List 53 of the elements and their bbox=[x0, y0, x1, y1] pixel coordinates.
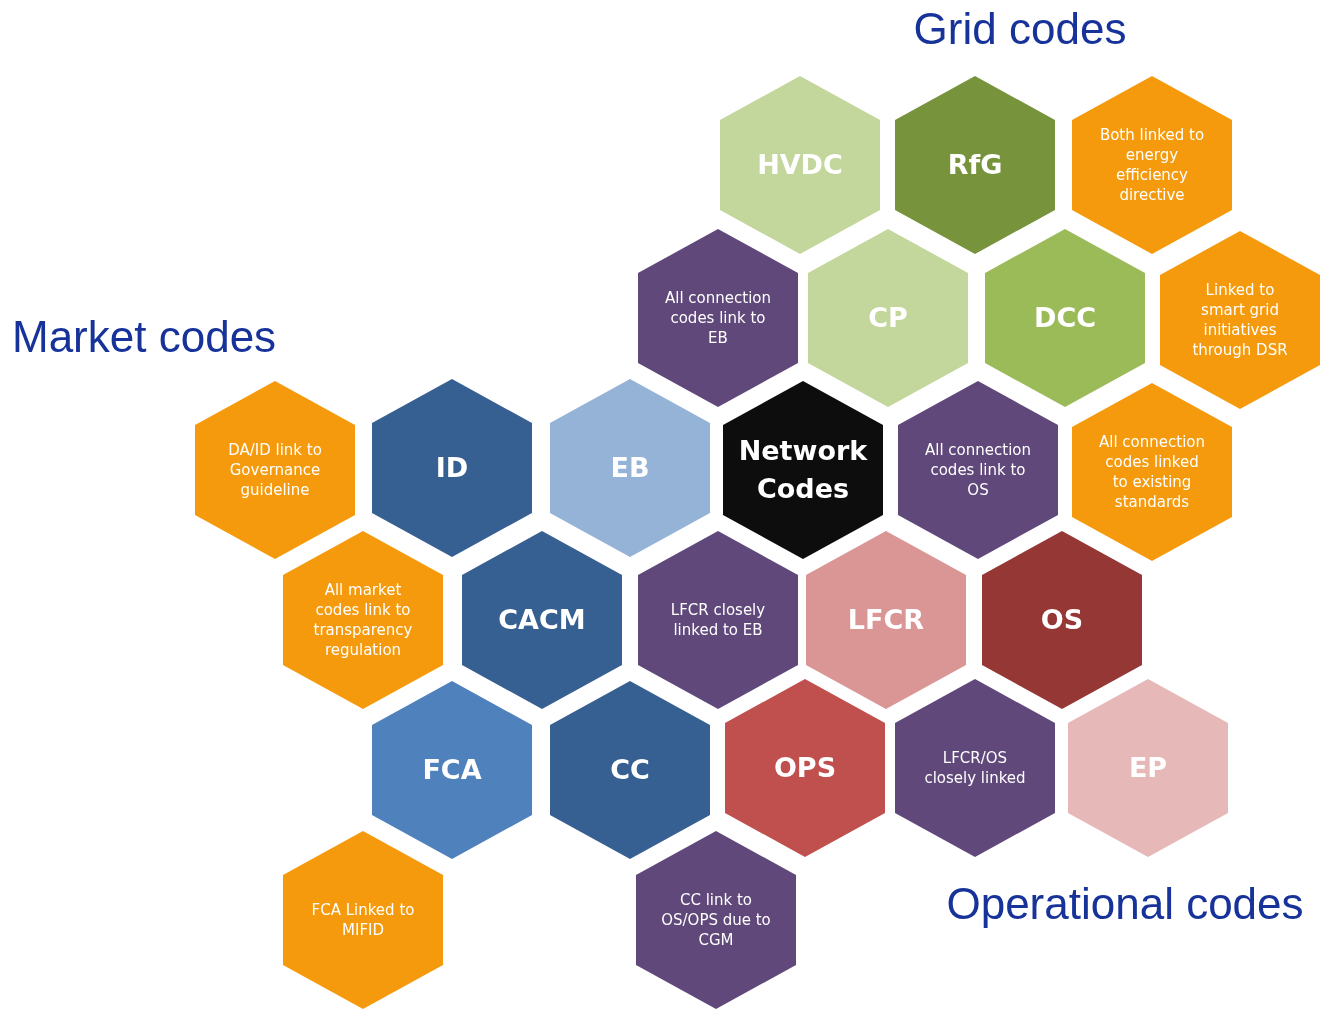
hexagon-label: LFCR bbox=[846, 603, 926, 637]
group-heading: Operational codes bbox=[946, 879, 1304, 929]
hexagon-tile bbox=[985, 229, 1145, 407]
hexagon-tile bbox=[372, 379, 532, 557]
hexagon-tile bbox=[806, 531, 966, 709]
hexagon-tile bbox=[550, 681, 710, 859]
hexagon-tile bbox=[283, 531, 443, 709]
hexagon-tile bbox=[1072, 76, 1232, 254]
hexagon-label: All connection codes link to OS bbox=[924, 440, 1032, 500]
hexagon-tile bbox=[372, 681, 532, 859]
hexagon-label: CC bbox=[609, 753, 651, 787]
hexagon-label: CACM bbox=[497, 603, 587, 637]
group-heading: Grid codes bbox=[913, 4, 1127, 54]
hexagon-label: DCC bbox=[1032, 301, 1097, 335]
hexagon-label: CP bbox=[867, 301, 909, 335]
hexagon-label: EB bbox=[609, 451, 651, 485]
group-heading: Market codes bbox=[12, 312, 277, 362]
hexagon-label: RfG bbox=[946, 148, 1004, 182]
hexagon-label: DA/ID link to Governance guideline bbox=[227, 440, 323, 500]
hexagon-tile bbox=[723, 381, 883, 559]
hexagon-tile bbox=[720, 76, 880, 254]
hexagon-label: FCA bbox=[421, 753, 483, 787]
hexagon-label: CC link to OS/OPS due to CGM bbox=[660, 890, 772, 950]
hexagon-tile bbox=[895, 679, 1055, 857]
hexagon-label: OS bbox=[1039, 603, 1085, 637]
hexagon-tile bbox=[1068, 679, 1228, 857]
hexagon-tile bbox=[808, 229, 968, 407]
hexagon-label: EP bbox=[1127, 751, 1169, 785]
hexagon-label: Linked to smart grid initiatives through DSR bbox=[1191, 280, 1289, 360]
hexagon-label: FCA Linked to MIFID bbox=[310, 900, 416, 940]
hexagon-label: All connection codes linked to existing standards bbox=[1098, 432, 1206, 512]
hexagon-tile bbox=[550, 379, 710, 557]
hexagon-label: Both linked to energy efficiency directive bbox=[1098, 125, 1206, 205]
hexagon-label: All connection codes link to EB bbox=[664, 288, 772, 348]
hexagon-tile bbox=[636, 831, 796, 1009]
hexagon-label: ID bbox=[434, 451, 470, 485]
hexagon-tile bbox=[725, 679, 885, 857]
hexagon-tile bbox=[283, 831, 443, 1009]
hexagon-label: LFCR closely linked to EB bbox=[669, 600, 767, 640]
hexagon-tile bbox=[895, 76, 1055, 254]
hexagon-tile bbox=[1072, 383, 1232, 561]
hexagon-tile bbox=[638, 229, 798, 407]
hexagon-tile bbox=[898, 381, 1058, 559]
hexagon-tile bbox=[195, 381, 355, 559]
hexagon-tile bbox=[1160, 231, 1320, 409]
hexagon-tile bbox=[638, 531, 798, 709]
hexagon-tile bbox=[982, 531, 1142, 709]
hexagon-label: LFCR/OS closely linked bbox=[923, 748, 1027, 788]
hexagon-label: All market codes link to transparency regulation bbox=[312, 580, 414, 660]
hexagon-tile bbox=[462, 531, 622, 709]
hexagon-label: HVDC bbox=[756, 148, 844, 182]
hexagon-label: Network Codes bbox=[737, 434, 869, 506]
hexagon-label: OPS bbox=[772, 751, 838, 785]
